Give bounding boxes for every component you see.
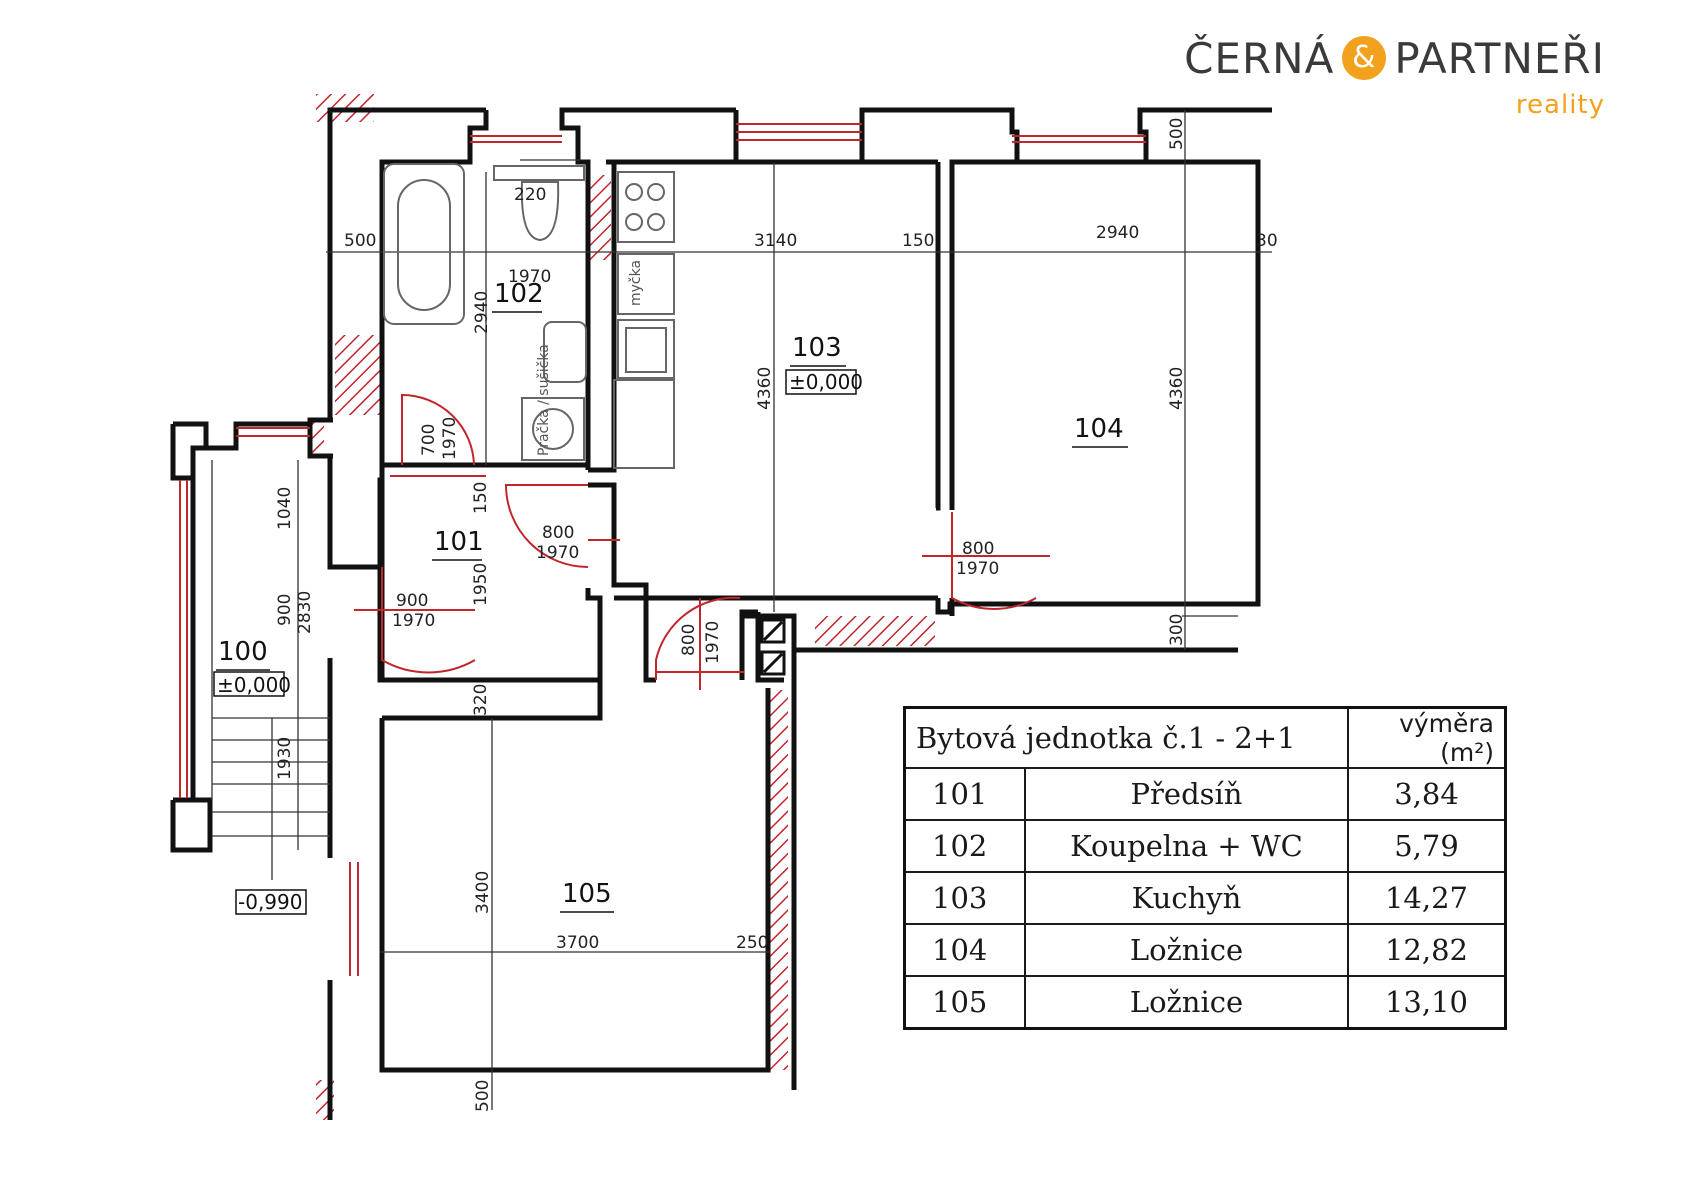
dim-2940: 2940: [1096, 223, 1139, 243]
room-name-cell: Předsíň: [1024, 767, 1349, 821]
room-no-cell: 102: [903, 819, 1026, 873]
logo-wordmark: ČERNÁ&PARTNEŘI: [1184, 35, 1605, 84]
chimney-flues: [760, 618, 786, 676]
table-row: 101 Předsíň 3,84: [903, 767, 1507, 821]
dimension-lines: [211, 110, 1272, 1110]
dim-1970-bath-door: 1970: [440, 417, 460, 460]
dim-1970-kitchen-door: 1970: [536, 543, 579, 563]
room-area-cell: 12,82: [1347, 923, 1507, 977]
dim-1970-bedroom-door: 1970: [956, 559, 999, 579]
dim-1970-hall-door: 1970: [703, 621, 723, 664]
door-swings: [354, 393, 1050, 690]
room-no-cell: 105: [903, 975, 1026, 1030]
table-unit-header: výměra (m²): [1347, 706, 1507, 769]
room-area-cell: 3,84: [1347, 767, 1507, 821]
room-area-cell: 14,27: [1347, 871, 1507, 925]
table-row: 105 Ložnice 13,10: [903, 975, 1507, 1030]
dim-2830: 2830: [295, 591, 315, 634]
room-no-cell: 104: [903, 923, 1026, 977]
masonry-hatching: [310, 94, 935, 1120]
dim-500-right: 500: [1167, 118, 1187, 150]
dim-320: 320: [471, 684, 491, 716]
room-name-cell: Ložnice: [1024, 975, 1349, 1030]
room-level-100: ±0,000: [217, 673, 291, 697]
kitchen-fixtures: [613, 171, 675, 469]
room-level-103: ±0,000: [789, 370, 863, 394]
room-no-cell: 103: [903, 871, 1026, 925]
room-labels: 100 ±0,000 101 102 103 ±0,000 104 105 -0…: [213, 279, 1128, 915]
dim-1930: 1930: [275, 737, 295, 780]
dim-1040: 1040: [275, 487, 295, 530]
logo-subtitle: reality: [1515, 89, 1605, 120]
fixture-labels: myčka Pračka / sušička: [536, 260, 644, 456]
company-logo: ČERNÁ&PARTNEŘI reality: [1184, 35, 1605, 120]
dim-700: 700: [419, 424, 439, 456]
dim-3400: 3400: [473, 871, 493, 914]
dim-220: 220: [514, 185, 546, 205]
dim-4360-104: 4360: [1167, 367, 1187, 410]
table-title: Bytová jednotka č.1 - 2+1: [903, 706, 1349, 769]
room-number-100: 100: [218, 637, 268, 667]
table-row: 104 Ložnice 12,82: [903, 923, 1507, 977]
room-name-cell: Koupelna + WC: [1024, 819, 1349, 873]
dimension-texts: 500 220 1970 2940 3140 150 2940 30 500 4…: [275, 118, 1278, 1112]
room-area-cell: 13,10: [1347, 975, 1507, 1030]
room-area-cell: 5,79: [1347, 819, 1507, 873]
room-area-table: Bytová jednotka č.1 - 2+1 výměra (m²) 10…: [903, 706, 1507, 1030]
dim-2940-102: 2940: [472, 291, 492, 334]
dim-4360-103: 4360: [755, 367, 775, 410]
dim-150-top: 150: [902, 231, 934, 251]
dim-500-bottom: 500: [473, 1080, 493, 1112]
room-number-104: 104: [1074, 414, 1124, 444]
logo-ampersand-badge: &: [1342, 35, 1387, 80]
dim-30-edge: 30: [1256, 231, 1278, 251]
dim-1950: 1950: [471, 563, 491, 606]
dim-150-101: 150: [471, 482, 491, 514]
logo-name-right: PARTNEŘI: [1394, 34, 1605, 83]
bathroom-fixtures: [383, 163, 587, 461]
table-header-row: Bytová jednotka č.1 - 2+1 výměra (m²): [903, 706, 1507, 769]
dim-300: 300: [1167, 614, 1187, 646]
dim-3140: 3140: [754, 231, 797, 251]
room-name-cell: Ložnice: [1024, 923, 1349, 977]
dishwasher-label: myčka: [628, 260, 644, 306]
room-number-105: 105: [562, 879, 612, 909]
table-row: 103 Kuchyň 14,27: [903, 871, 1507, 925]
dim-3700: 3700: [556, 933, 599, 953]
dim-1970-entry-door: 1970: [392, 611, 435, 631]
table-row: 102 Koupelna + WC 5,79: [903, 819, 1507, 873]
dim-800-bedroom-door: 800: [962, 539, 994, 559]
room-name-cell: Kuchyň: [1024, 871, 1349, 925]
room-no-cell: 101: [903, 767, 1026, 821]
dim-900-terrace: 900: [275, 594, 295, 626]
dim-900: 900: [396, 591, 428, 611]
dim-800-kitchen-door: 800: [542, 523, 574, 543]
dim-800-hall-door: 800: [679, 624, 699, 656]
dim-500-top: 500: [344, 231, 376, 251]
room-number-102: 102: [494, 279, 544, 309]
washer-label: Pračka / sušička: [536, 344, 552, 456]
dim-250: 250: [736, 933, 768, 953]
walls: [170, 107, 1272, 1120]
room-number-101: 101: [434, 527, 484, 557]
outside-level: -0,990: [238, 890, 302, 914]
dim-1970-102: 1970: [508, 267, 551, 287]
room-number-103: 103: [792, 333, 842, 363]
logo-name-left: ČERNÁ: [1184, 34, 1335, 83]
windows: [179, 123, 1146, 976]
